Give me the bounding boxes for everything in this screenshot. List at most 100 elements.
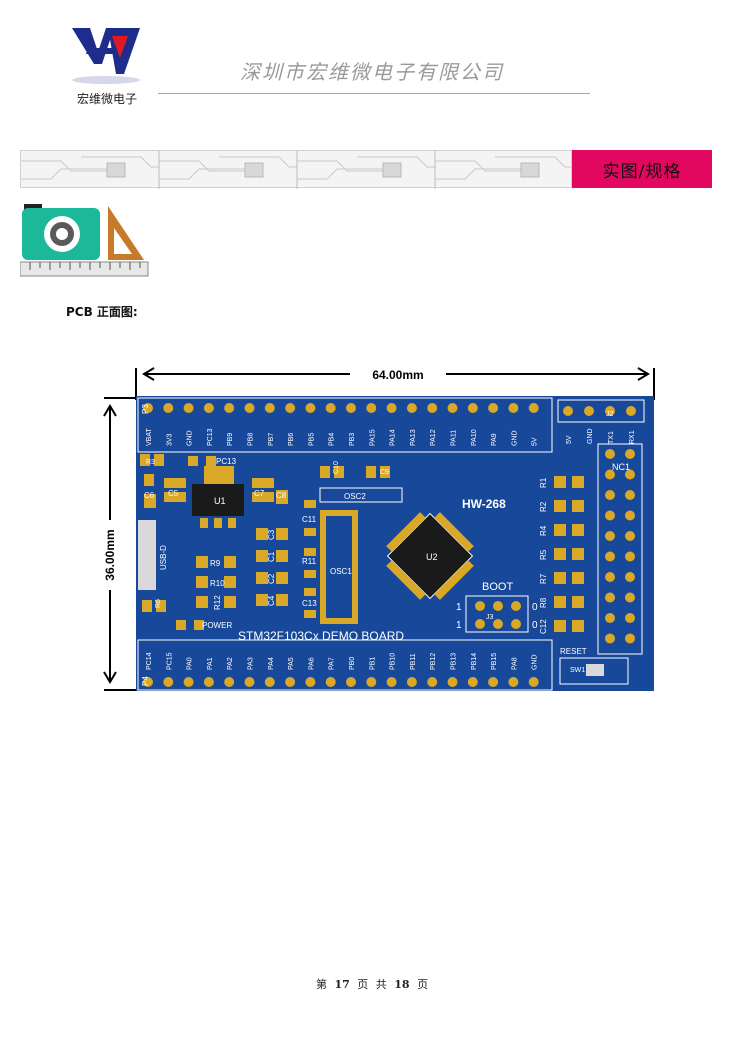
ref-pc13: PC13 bbox=[216, 457, 237, 466]
right-header-pin bbox=[605, 592, 615, 603]
height-dimension: 36.00mm bbox=[103, 529, 117, 580]
bottom-pin bbox=[285, 677, 296, 687]
ref-c10: C10 bbox=[333, 461, 340, 474]
top-pin-label: PA11 bbox=[451, 430, 458, 446]
top-header-outline bbox=[137, 397, 553, 453]
bottom-header-outline bbox=[137, 639, 553, 691]
ref-nc1: NC1 bbox=[612, 462, 630, 472]
footer-mid1: 页 bbox=[357, 978, 369, 991]
circuit-pattern-icon bbox=[21, 151, 573, 189]
bottom-pin-label: PA3 bbox=[248, 657, 255, 670]
bottom-pin bbox=[264, 677, 275, 687]
ref-c3: C3 bbox=[267, 529, 276, 540]
right-header-pin bbox=[605, 469, 615, 480]
top-pin bbox=[528, 403, 539, 413]
bottom-pin-label: PA5 bbox=[288, 657, 295, 670]
top-pin-label: PA12 bbox=[430, 429, 437, 446]
company-name: 深圳市宏维微电子有限公司 bbox=[240, 60, 504, 84]
uart-pin bbox=[563, 406, 573, 416]
top-pin-label: PA13 bbox=[410, 429, 417, 446]
bottom-pin-label: GND bbox=[532, 654, 539, 670]
board-name: STM32F103Cx DEMO BOARD bbox=[238, 629, 404, 643]
ref-c4: C4 bbox=[267, 595, 276, 606]
top-pin-label: PA9 bbox=[491, 433, 498, 446]
right-header-pin bbox=[625, 613, 635, 623]
ref-u1: U1 bbox=[214, 496, 226, 506]
ref-c13: C13 bbox=[302, 599, 317, 608]
bottom-pin bbox=[467, 677, 478, 687]
width-dimension: 64.00mm bbox=[372, 368, 423, 382]
top-pin bbox=[406, 403, 417, 413]
ref-c6: C6 bbox=[144, 491, 155, 500]
page-footer: 第 17 页 共 18 页 bbox=[0, 976, 744, 992]
right-header-pin bbox=[605, 572, 615, 582]
right-header-pin bbox=[605, 531, 615, 541]
ref-c11: C11 bbox=[302, 515, 317, 524]
bottom-pin bbox=[163, 677, 174, 687]
right-header-pin bbox=[605, 633, 615, 644]
right-header-outline bbox=[597, 443, 643, 655]
usb-connector bbox=[138, 520, 156, 590]
right-header-pin bbox=[625, 531, 635, 541]
top-pin bbox=[244, 403, 255, 413]
ref-r10: R10 bbox=[210, 579, 225, 588]
top-pin bbox=[447, 403, 458, 413]
ref-c9: C9 bbox=[380, 469, 389, 476]
top-pin-label: PA10 bbox=[471, 429, 478, 446]
uart-pin-label: RX1 bbox=[629, 430, 636, 444]
top-pin bbox=[143, 403, 153, 413]
top-pin-label: PB6 bbox=[288, 433, 295, 446]
top-pin bbox=[386, 403, 397, 413]
uart-pin bbox=[584, 406, 594, 416]
top-pin bbox=[325, 403, 336, 413]
bottom-pin-label: PA8 bbox=[511, 657, 518, 670]
section-label: PCB 正面图: bbox=[66, 305, 138, 319]
ref-r9: R9 bbox=[210, 559, 221, 568]
right-header-pin bbox=[605, 613, 615, 623]
bottom-pin-label: PB13 bbox=[451, 653, 458, 670]
bottom-pin bbox=[183, 677, 194, 687]
ref-osc1: OSC1 bbox=[330, 567, 352, 576]
top-pin bbox=[427, 403, 438, 413]
ref-c12: C12 bbox=[539, 619, 548, 634]
ref-r11: R11 bbox=[302, 557, 317, 566]
top-pin bbox=[508, 403, 519, 413]
right-header-pin bbox=[625, 551, 635, 562]
top-pin-label: PB3 bbox=[349, 433, 356, 446]
ref-osc2: OSC2 bbox=[344, 492, 366, 501]
right-header-pin bbox=[625, 633, 635, 644]
bottom-pin bbox=[508, 677, 519, 687]
top-pin-label: GND bbox=[511, 430, 518, 446]
reset-label: RESET bbox=[560, 647, 587, 656]
ref-sw1: SW1 bbox=[570, 667, 585, 674]
bottom-pin-label: PB10 bbox=[390, 653, 397, 670]
logo-text: 宏维微电子 bbox=[76, 92, 137, 106]
reset-switch bbox=[559, 657, 629, 685]
footer-mid2: 共 bbox=[375, 978, 387, 991]
bottom-pin-label: PB14 bbox=[471, 653, 478, 670]
top-pin-label: PB7 bbox=[268, 433, 275, 446]
ref-r5: R5 bbox=[539, 549, 548, 560]
bottom-pin bbox=[488, 677, 499, 687]
bottom-pin bbox=[528, 677, 539, 687]
ref-j2: J2 bbox=[606, 411, 614, 418]
bottom-pin-label: PC15 bbox=[166, 652, 173, 670]
bottom-pin-label: PA1 bbox=[207, 657, 214, 670]
ref-j3: J3 bbox=[486, 614, 494, 621]
bottom-pin bbox=[325, 677, 336, 687]
osc2-outline bbox=[319, 487, 403, 503]
uart-pin bbox=[605, 406, 615, 416]
top-pin bbox=[264, 403, 275, 413]
right-header-pin bbox=[625, 490, 635, 500]
uart-pin-label: GND bbox=[587, 428, 594, 444]
mid-column-pads bbox=[304, 500, 316, 618]
banner-circuit-strip bbox=[20, 150, 573, 189]
top-pin bbox=[488, 403, 499, 413]
bottom-pin bbox=[244, 677, 255, 687]
bottom-pin-label: PA6 bbox=[308, 657, 315, 670]
footer-page-number: 17 bbox=[334, 978, 350, 991]
bottom-pin-label: PA4 bbox=[268, 657, 275, 670]
top-pin-label: 3V3 bbox=[166, 433, 173, 446]
